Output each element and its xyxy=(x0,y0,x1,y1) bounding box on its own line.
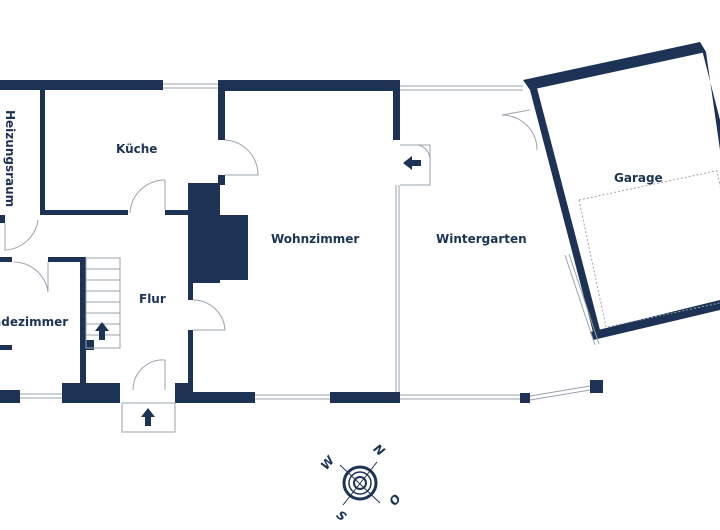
windows-doors xyxy=(4,83,720,433)
compass-icon xyxy=(339,461,381,506)
room-label-flur: Flur xyxy=(139,292,166,306)
room-label-garage: Garage xyxy=(614,171,663,185)
room-label-wohnzimmer: Wohnzimmer xyxy=(271,232,360,246)
room-label-heizungsraum: Heizungsraum xyxy=(3,110,17,208)
arrow-icons xyxy=(95,156,421,426)
room-label-kueche: Küche xyxy=(116,142,158,156)
room-label-wintergarten: Wintergarten xyxy=(436,232,527,246)
walls xyxy=(0,42,720,403)
room-label-badezimmer: Badezimmer xyxy=(0,315,69,329)
